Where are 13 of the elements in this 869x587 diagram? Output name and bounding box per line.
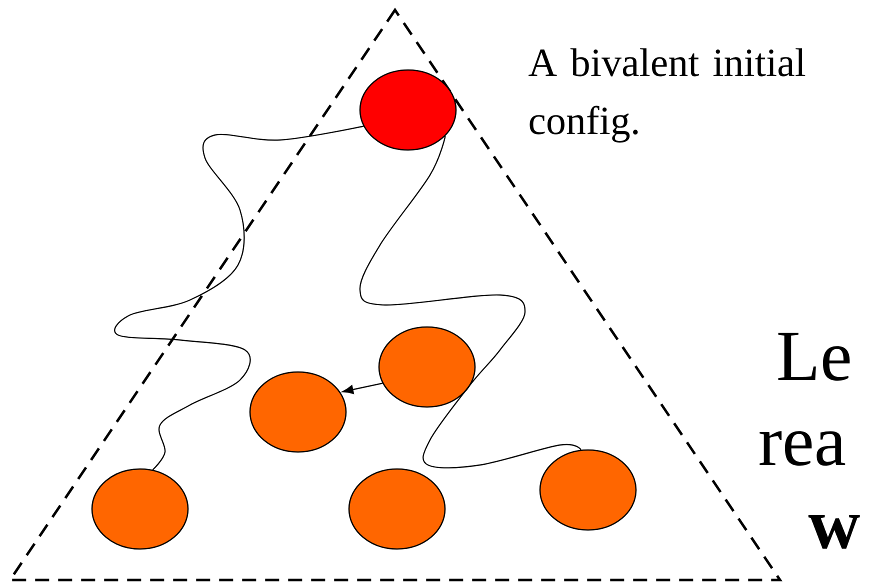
state-circle	[249, 371, 347, 453]
cut-off-text: Le	[778, 332, 850, 381]
cut-off-text: w	[808, 514, 860, 549]
state-caption: A bivalent initial config.	[528, 48, 806, 143]
state-circle	[539, 449, 637, 531]
execution-path	[114, 126, 364, 470]
state-circle	[91, 468, 189, 550]
state-circle	[348, 468, 446, 550]
state-circle	[359, 69, 457, 151]
arrow	[342, 382, 383, 394]
cut-off-text: rea	[760, 431, 846, 466]
state-circle	[378, 326, 476, 408]
execution-path	[359, 136, 582, 468]
